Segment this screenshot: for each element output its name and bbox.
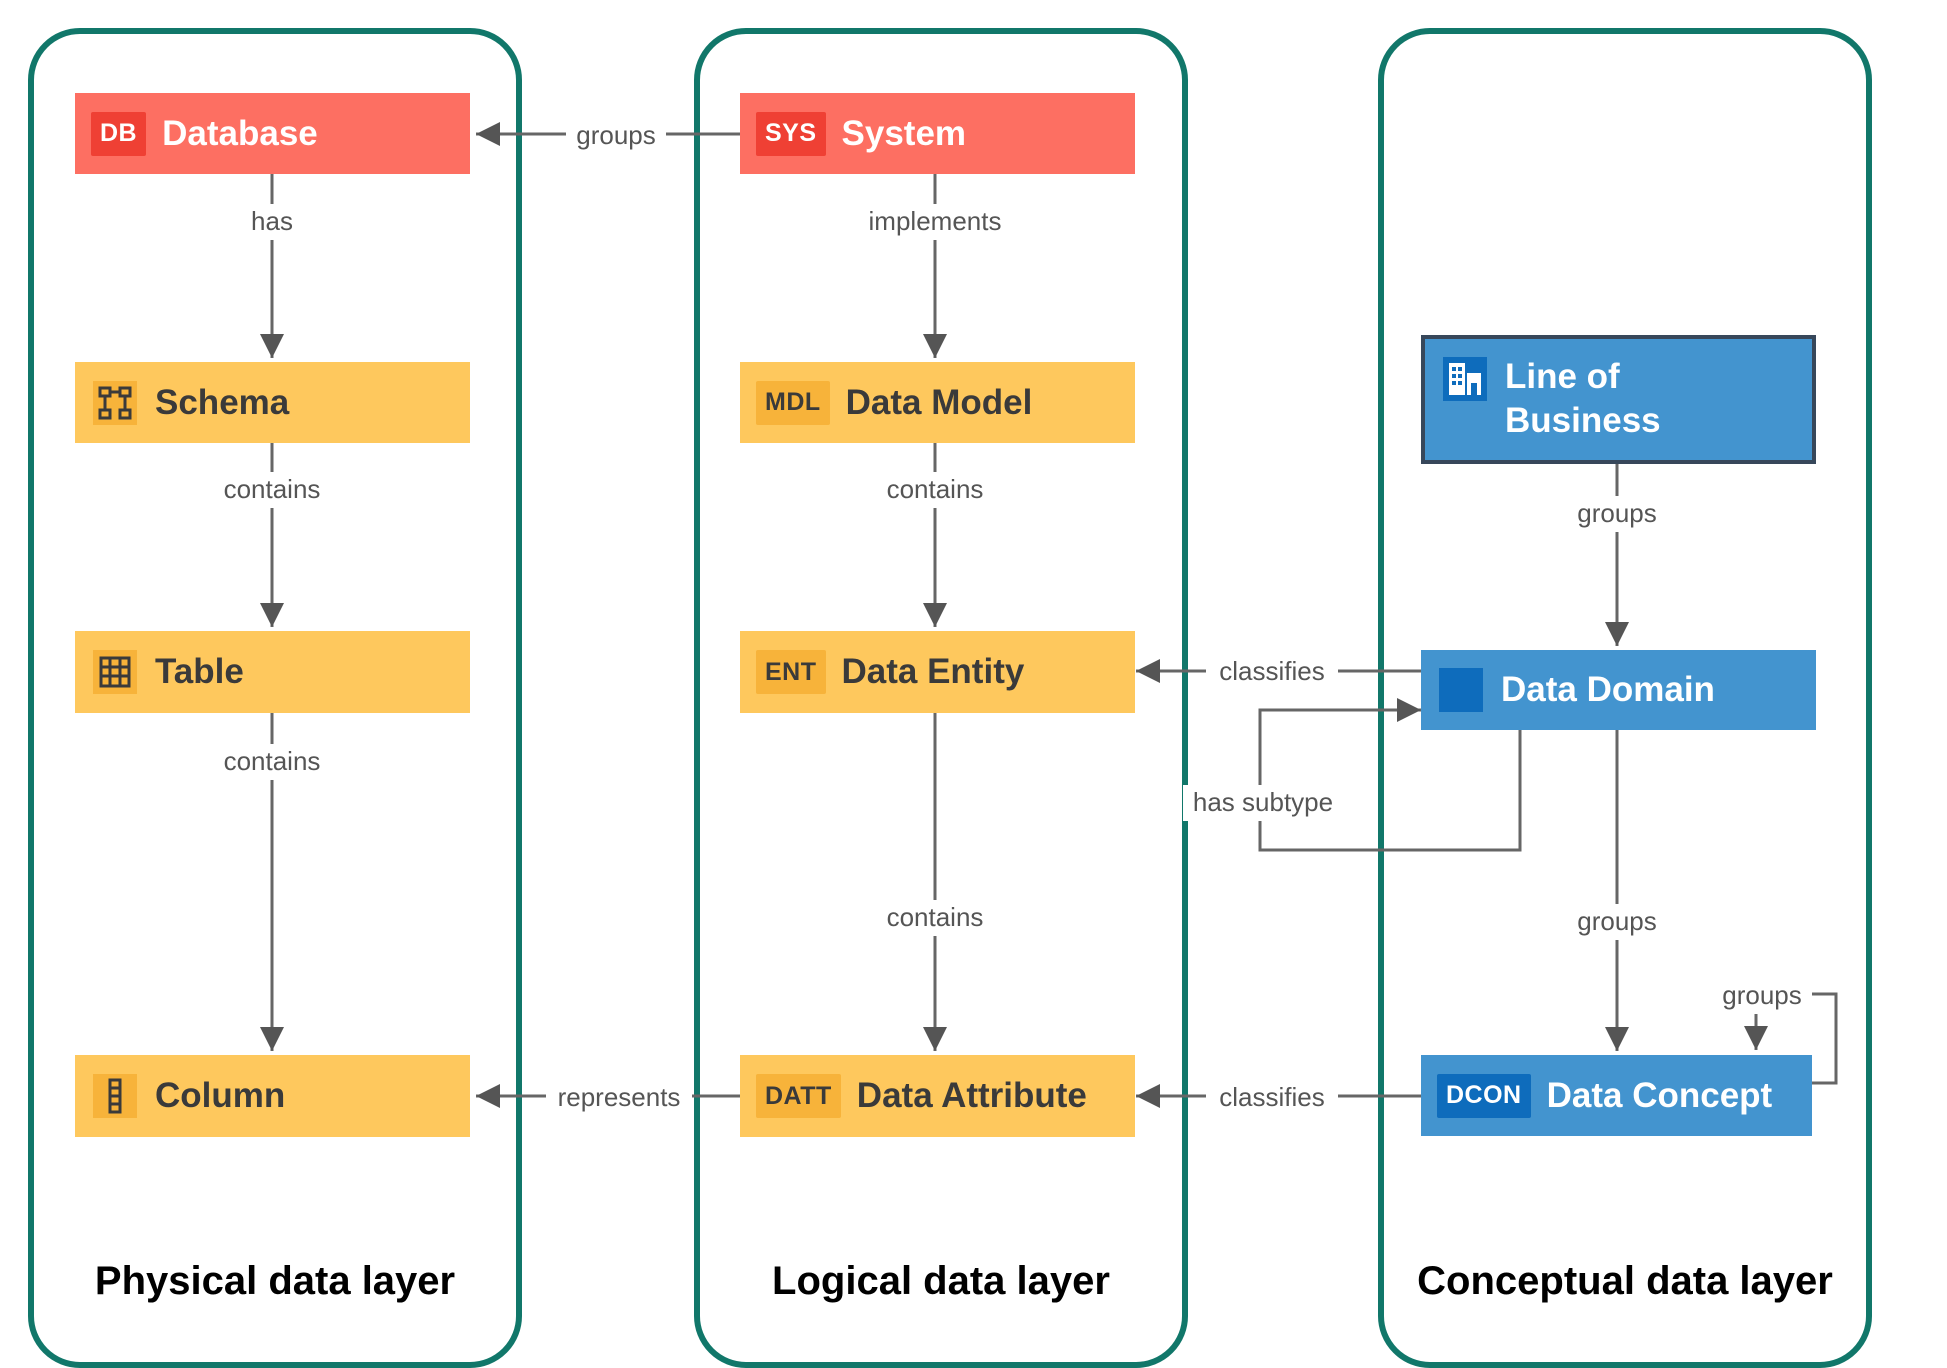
node-column[interactable]: Column	[75, 1055, 470, 1137]
data-concept-badge: DCON	[1437, 1073, 1531, 1118]
conceptual-layer-title: Conceptual data layer	[1417, 1259, 1833, 1303]
edge-label-attribute-represents-column: represents	[558, 1082, 681, 1112]
database-label: Database	[162, 113, 318, 153]
system-label: System	[841, 113, 967, 153]
edge-label-domain-classifies-entity: classifies	[1219, 656, 1324, 686]
domain-square-icon	[1437, 666, 1485, 714]
data-concept-label: Data Concept	[1546, 1075, 1773, 1115]
node-data-concept[interactable]: DCON Data Concept	[1421, 1055, 1812, 1136]
node-system[interactable]: SYS System	[740, 93, 1135, 174]
database-badge: DB	[91, 111, 147, 156]
node-schema[interactable]: Schema	[75, 362, 470, 443]
node-data-model[interactable]: MDL Data Model	[740, 362, 1135, 443]
data-entity-badge: ENT	[756, 650, 826, 694]
schema-label: Schema	[155, 382, 290, 422]
data-model-label: Data Model	[845, 382, 1033, 422]
column-label: Column	[155, 1076, 286, 1115]
data-attribute-label: Data Attribute	[856, 1076, 1087, 1115]
building-icon	[1441, 355, 1489, 403]
schema-icon	[91, 379, 139, 427]
table-icon	[91, 648, 139, 696]
data-attribute-badge: DATT	[756, 1074, 841, 1118]
node-data-domain[interactable]: Data Domain	[1421, 650, 1816, 730]
data-entity-label: Data Entity	[841, 652, 1025, 691]
system-badge: SYS	[756, 111, 826, 156]
table-label: Table	[155, 652, 244, 691]
physical-layer-title: Physical data layer	[94, 1259, 456, 1303]
node-database[interactable]: DB Database	[75, 93, 470, 174]
data-model-badge: MDL	[756, 380, 830, 425]
data-domain-label: Data Domain	[1501, 670, 1715, 709]
edge-label-system-groups-database: groups	[576, 120, 656, 150]
edge-label-concept-classifies-attribute: classifies	[1219, 1082, 1324, 1112]
line-of-business-label: Line of Business	[1505, 357, 1661, 440]
node-data-entity[interactable]: ENT Data Entity	[740, 631, 1135, 713]
node-data-attribute[interactable]: DATT Data Attribute	[740, 1055, 1135, 1137]
column-icon	[91, 1072, 139, 1120]
edge-label-domain-has-subtype: has subtype	[1193, 787, 1333, 817]
node-table[interactable]: Table	[75, 631, 470, 713]
logical-layer-title: Logical data layer	[772, 1259, 1110, 1303]
node-line-of-business[interactable]: Line of Business	[1421, 335, 1816, 464]
